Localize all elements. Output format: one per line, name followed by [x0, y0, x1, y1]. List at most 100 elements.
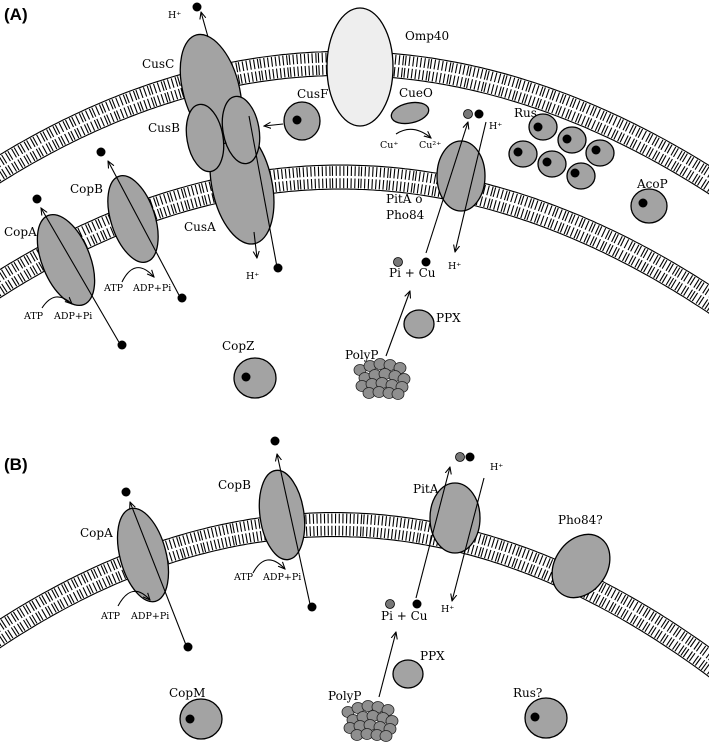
cusb-protein-left — [185, 103, 225, 173]
cell-membrane — [0, 512, 709, 678]
pita-label: PitA — [413, 482, 439, 496]
proton-symport-arrow — [455, 121, 487, 252]
pi-cu-export-arrow — [425, 122, 468, 254]
cu-ion — [117, 340, 127, 350]
proton-symport-arrow-b — [452, 477, 485, 601]
rus-protein — [566, 162, 596, 190]
copb-atp-label: ATP — [103, 283, 124, 294]
polyp-hydrolysis-arrow — [385, 291, 410, 357]
cusc-label: CusC — [142, 57, 174, 71]
copb-b-atp-hydrolysis-arrow — [252, 559, 285, 574]
pi-cu-label: Pi + Cu — [389, 266, 436, 280]
cu-ion — [273, 263, 283, 273]
copb-export-arrow — [108, 161, 181, 298]
cu-ion — [177, 293, 187, 303]
pita-transporter — [429, 482, 481, 554]
copa-b-label: CopA — [80, 526, 113, 540]
cueo-oxidation-arrow — [395, 128, 431, 138]
copb-atpase — [107, 175, 159, 263]
rus-protein — [524, 697, 568, 739]
pita-proton-label-bottom: H⁺ — [448, 261, 461, 272]
copa-b-adp-label: ADP+Pi — [130, 611, 169, 622]
polyp-b-label: PolyP — [328, 689, 362, 703]
polyp-label: PolyP — [345, 348, 379, 362]
cusf-label: CusF — [297, 87, 328, 101]
cu-ion — [183, 642, 193, 652]
membrane-edge — [0, 188, 709, 314]
inner-membrane — [0, 164, 709, 314]
copa-label: CopA — [4, 225, 37, 239]
copa-atpase — [116, 507, 170, 603]
cu-plus-label: Cu⁺ — [380, 140, 398, 151]
cu-ion — [185, 714, 195, 724]
panel-b-label: (B) — [4, 455, 28, 474]
rus-protein — [537, 150, 567, 178]
omp40-label: Omp40 — [405, 29, 449, 43]
pi-ion — [385, 599, 395, 609]
copa-atp-label: ATP — [23, 311, 44, 322]
cu-ion — [513, 147, 523, 157]
omp40-porin — [326, 7, 394, 127]
rus-label: Rus — [514, 106, 537, 120]
cusa-proton-label: H⁺ — [246, 271, 259, 282]
cusb-protein-right — [221, 95, 261, 165]
cueo-protein — [390, 101, 430, 125]
copb-atp-hydrolysis-arrow — [121, 267, 154, 283]
rus-protein — [528, 113, 558, 141]
cusc-proton-label: H⁺ — [168, 10, 181, 21]
polyp-bead — [391, 388, 405, 400]
polyp-granule — [353, 358, 411, 400]
copb-label: CopB — [70, 182, 103, 196]
cu-ion — [474, 109, 484, 119]
cu-ion — [638, 198, 648, 208]
pi-cu-export-arrow-b — [415, 467, 450, 599]
ppx-enzyme — [392, 659, 424, 689]
rus-protein — [585, 139, 615, 167]
cu-ion — [533, 122, 543, 132]
copa-atp-hydrolysis-arrow — [41, 296, 72, 309]
copa-b-atp-hydrolysis-arrow — [117, 590, 150, 607]
cu-ion — [241, 372, 251, 382]
cu-ion — [542, 157, 552, 167]
pita-b-proton-label-bottom: H⁺ — [441, 604, 454, 615]
lipid-tails — [0, 166, 709, 312]
copa-atpase — [36, 213, 96, 307]
cu-ion — [465, 452, 475, 462]
panel-a: (A) Omp40 CusC CusB CusA H⁺ H⁺ CusF CueO… — [0, 2, 709, 400]
polyp-hydrolysis-arrow-b — [378, 632, 396, 698]
pita-pho84-label-line1: PitA o — [386, 192, 422, 206]
pita-b-proton-label-top: H⁺ — [490, 462, 503, 473]
pi-ion — [455, 452, 465, 462]
cueo-label: CueO — [399, 86, 433, 100]
pita-pho84-label-line2: Pho84 — [386, 208, 425, 222]
panel-b: (B) CopA ATP ADP+Pi CopB ATP ADP+Pi PitA… — [0, 436, 709, 742]
pita-proton-label-top: H⁺ — [489, 121, 502, 132]
ppx-b-label: PPX — [420, 649, 445, 663]
copa-b-export-arrow — [130, 502, 187, 646]
cusb-label: CusB — [148, 121, 180, 135]
copb-b-adp-label: ADP+Pi — [262, 572, 301, 583]
cu-ion — [570, 168, 580, 178]
pi-ion — [463, 109, 473, 119]
cusa-proton-arrow — [254, 231, 257, 258]
copb-b-label: CopB — [218, 478, 251, 492]
cu-ion — [412, 599, 422, 609]
cu-ion — [307, 602, 317, 612]
cu-ion — [421, 257, 431, 267]
polyp-granule — [341, 700, 399, 742]
acop-protein — [630, 188, 668, 224]
copz-chaperone — [233, 357, 277, 399]
copz-label: CopZ — [222, 339, 254, 353]
pi-cu-label-b: Pi + Cu — [381, 609, 428, 623]
cu-ion — [270, 436, 280, 446]
pho84-label: Pho84? — [558, 513, 603, 527]
cu-ion — [591, 145, 601, 155]
pita-pho84-transporter — [436, 140, 486, 212]
copm-label: CopM — [169, 686, 205, 700]
cu-ion — [96, 147, 106, 157]
membrane-edge — [0, 512, 709, 648]
cu-ion — [292, 115, 302, 125]
copb-b-atp-label: ATP — [233, 572, 254, 583]
